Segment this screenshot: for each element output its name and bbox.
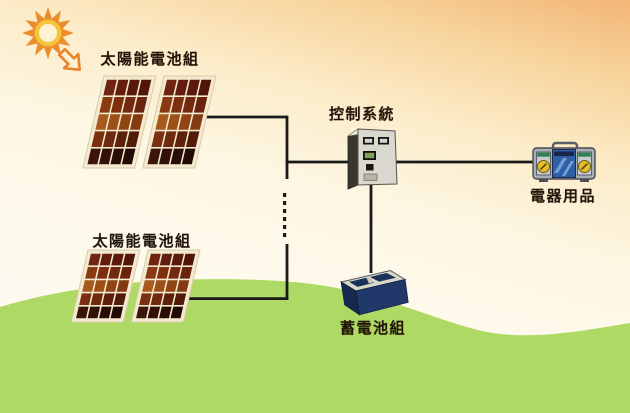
storage-battery: [339, 269, 409, 316]
label-solar-array-bottom: 太陽能電池組: [92, 232, 192, 250]
solar-array-top: [82, 75, 217, 169]
label-controller: 控制系統: [328, 105, 395, 123]
wires: [183, 115, 535, 300]
label-battery: 蓄電池組: [339, 319, 406, 337]
control-cabinet: [347, 128, 398, 190]
dotted-ellipsis: [283, 193, 287, 237]
down-right-arrow-icon: [57, 47, 81, 71]
label-appliances: 電器用品: [529, 187, 596, 205]
solar-array-bottom: [70, 249, 201, 323]
audio-appliance: [532, 141, 596, 182]
sun-icon: [22, 7, 74, 59]
label-solar-array-top: 太陽能電池組: [100, 50, 200, 68]
